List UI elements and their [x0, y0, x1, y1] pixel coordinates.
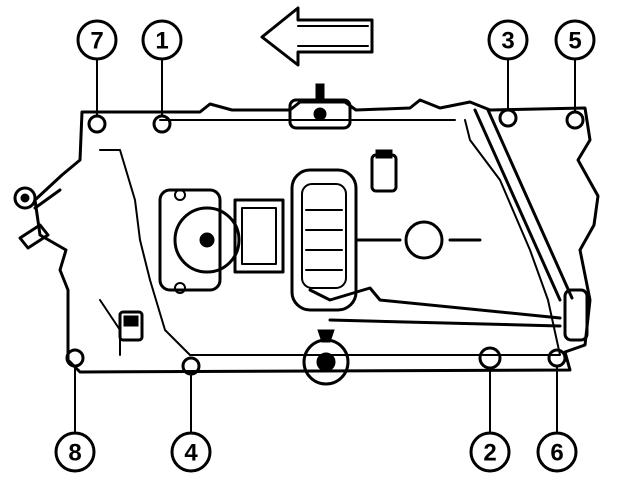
bolt-8 [65, 348, 85, 433]
callout-3: 3 [487, 19, 529, 61]
bottom-fitting [302, 329, 350, 386]
svg-text:6: 6 [550, 440, 563, 467]
svg-text:7: 7 [90, 28, 103, 55]
callout-7: 7 [76, 19, 118, 61]
bolt-3 [498, 59, 518, 128]
left-hose-fittings [13, 186, 62, 250]
callout-2: 2 [469, 431, 511, 473]
callout-1: 1 [141, 19, 183, 61]
bolt-4 [181, 356, 201, 433]
bolt-2 [478, 346, 502, 433]
svg-text:1: 1 [155, 28, 168, 55]
callout-6: 6 [536, 431, 578, 473]
bolt-5 [565, 59, 585, 130]
bolt-6 [547, 348, 567, 433]
sensor [370, 149, 398, 193]
throttle-body [158, 188, 285, 294]
svg-text:2: 2 [483, 440, 496, 467]
bolt-7 [87, 59, 107, 134]
bolt-1 [152, 59, 172, 134]
svg-text:8: 8 [68, 440, 81, 467]
callout-5: 5 [554, 19, 596, 61]
svg-text:3: 3 [501, 28, 514, 55]
wiring-connector [290, 168, 562, 328]
lower-left-fitting [118, 310, 144, 342]
top-fitting [288, 83, 352, 130]
svg-text:5: 5 [568, 28, 581, 55]
left-arrow-icon [260, 6, 374, 67]
callout-4: 4 [170, 431, 212, 473]
right-pipe [473, 108, 589, 342]
callout-8: 8 [54, 431, 96, 473]
svg-text:4: 4 [184, 440, 198, 467]
